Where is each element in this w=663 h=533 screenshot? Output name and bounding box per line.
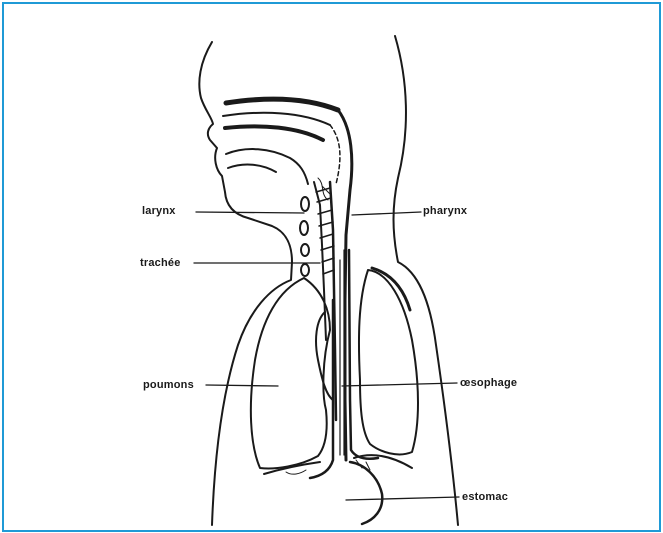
larynx-cartilages: [300, 197, 309, 276]
left-lung: [251, 278, 330, 469]
face-profile: [199, 42, 292, 525]
label-pharynx: pharynx: [423, 205, 467, 217]
pharynx-wall-dashed: [330, 125, 340, 184]
right-lung: [359, 270, 418, 454]
label-estomac: estomac: [462, 491, 508, 503]
tongue: [226, 149, 308, 184]
pharynx-leader: [352, 212, 421, 215]
right-lung-edge: [372, 268, 410, 310]
nasal-cavity-inner: [223, 113, 330, 125]
larynx-leader: [196, 212, 304, 213]
label-poumons: poumons: [143, 379, 194, 391]
stomach: [350, 462, 382, 524]
diaphragm: [264, 455, 412, 474]
stomach-hatch: [286, 460, 370, 474]
label-oesophage: œsophage: [460, 377, 517, 389]
label-trachee: trachée: [140, 257, 181, 269]
label-larynx: larynx: [142, 205, 176, 217]
back-outline: [394, 36, 459, 525]
nasal-cavity: [226, 99, 338, 110]
palate: [225, 126, 323, 140]
estomac-leader: [346, 497, 459, 500]
esophagus-fill: [340, 250, 344, 455]
frame-border: [3, 3, 660, 531]
mouth-floor: [228, 165, 276, 172]
poumons-leader: [206, 385, 278, 386]
